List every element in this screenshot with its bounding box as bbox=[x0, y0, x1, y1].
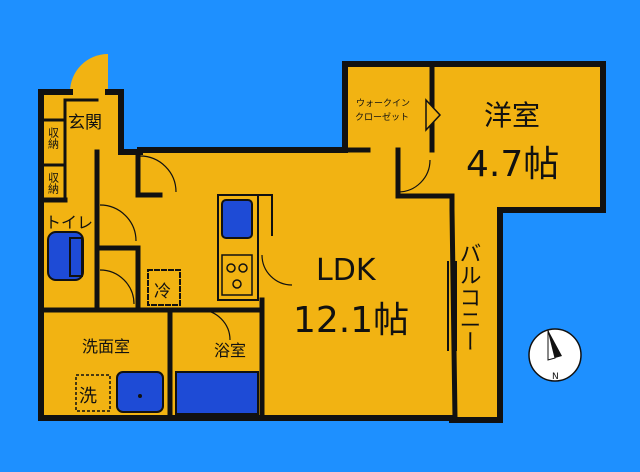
walk-in-closet-label-1: ウォークイン bbox=[356, 98, 410, 109]
toilet-icon bbox=[47, 231, 84, 281]
upper-floor bbox=[345, 64, 603, 210]
kitchen-sink-icon bbox=[221, 199, 253, 239]
balcony-floor bbox=[452, 208, 500, 420]
washbasin-icon bbox=[116, 371, 164, 413]
toilet-label: トイレ bbox=[45, 213, 93, 232]
storage-label-1: 収納 bbox=[47, 127, 60, 150]
washer-label: 洗 bbox=[79, 386, 97, 407]
walk-in-closet-label-2: クローゼット bbox=[355, 111, 409, 123]
western-room-name-label: 洋室 bbox=[484, 99, 540, 132]
compass-north-label: N bbox=[552, 372, 559, 382]
storage-label-2: 収納 bbox=[47, 172, 60, 195]
entrance-label: 玄関 bbox=[68, 113, 102, 133]
washroom-label: 洗面室 bbox=[82, 337, 130, 356]
door-swings bbox=[99, 155, 431, 341]
ldk-size-label: 12.1帖 bbox=[293, 300, 409, 341]
fridge-label: 冷 bbox=[154, 282, 171, 302]
bathroom-label: 浴室 bbox=[214, 341, 246, 360]
bathtub-icon bbox=[175, 371, 259, 415]
western-room-size-label: 4.7帖 bbox=[466, 144, 559, 185]
closet-door-marker bbox=[425, 98, 442, 132]
balcony-label: バルコニー bbox=[456, 242, 481, 352]
compass-icon: N bbox=[528, 328, 582, 382]
entrance-floor bbox=[41, 92, 121, 152]
entrance-door-swing bbox=[70, 54, 108, 92]
ldk-name-label: LDK bbox=[316, 253, 377, 288]
fixtures bbox=[47, 199, 259, 415]
washer-box bbox=[75, 374, 111, 412]
stove-icon bbox=[221, 254, 253, 296]
